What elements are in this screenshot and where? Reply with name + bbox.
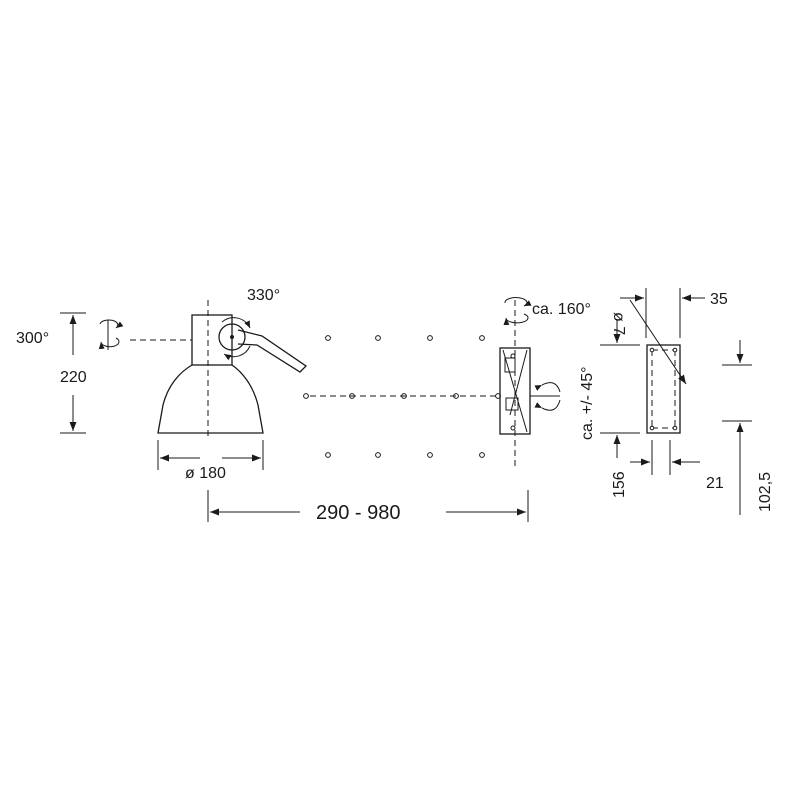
label-joint-rotation: 330° [247,287,280,304]
scissor-pin [325,452,331,458]
label-hole-diameter: ø 7 [610,312,627,335]
scissor-bar-fill [350,394,380,457]
scissor-bar-fill [428,336,458,398]
scissor-bar-fill [480,336,500,398]
scissor-arm [303,335,501,458]
scissor-pin [375,452,381,458]
scissor-bar-fill [454,394,484,457]
label-hole-spacing: 102,5 [757,472,774,512]
scissor-pin [479,335,485,341]
scissor-pin [427,452,433,458]
label-shade-height: 220 [60,369,87,386]
scissor-bar-fill [402,336,432,398]
dim-plate-depth [620,288,705,338]
scissor-bar-fill [402,394,432,457]
scissor-pin [303,393,309,399]
shade-neck [191,314,233,366]
scissor-bar-fill [326,336,354,398]
scissor-pin [325,335,331,341]
wall-plate-front [646,344,681,434]
scissor-bar-fill [480,394,500,457]
scissor-bar-fill [326,394,354,457]
scissor-pin [375,335,381,341]
dim-hole-spacing [722,340,752,515]
scissor-bar-fill [350,336,380,398]
label-plate-thickness: 21 [706,475,724,492]
dim-shade-diameter [157,440,264,470]
label-shade-diameter: ø 180 [185,465,226,482]
wall-rotation-symbol [503,297,532,326]
shade-bell [157,364,264,434]
scissor-bar-fill [376,394,406,457]
dim-plate-height [600,320,640,458]
dim-plate-thickness [630,440,700,475]
lamp-shade [157,314,264,434]
tilt-arc-symbol [530,382,561,411]
dim-extension [207,490,529,522]
scissor-bar-fill [304,336,330,398]
label-shade-rotation: 300° [16,330,49,347]
shade-rotation-symbol [98,319,124,350]
label-plate-depth: 35 [710,291,728,308]
label-tilt-range: ca. +/- 45° [579,366,596,440]
scissor-pin [427,335,433,341]
scissor-bar-fill [376,336,406,398]
dim-shade-height [60,312,86,434]
scissor-bar-fill [304,394,330,457]
scissor-pin [479,452,485,458]
shade-joint [218,323,246,351]
arm-link [237,329,308,373]
hole-leader [629,299,687,385]
label-extension: 290 - 980 [316,502,401,524]
label-plate-height: 156 [611,471,628,498]
scissor-bar-fill [428,394,458,457]
scissor-bar-fill [454,336,484,398]
label-wall-rotation: ca. 160° [532,301,591,318]
